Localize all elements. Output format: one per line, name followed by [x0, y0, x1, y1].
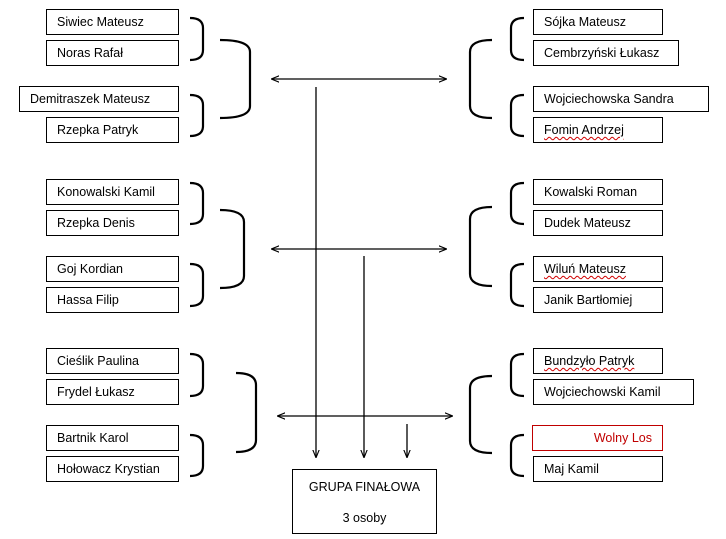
right-player-label: Fomin Andrzej: [544, 123, 624, 137]
right-player-box: Bundzyło Patryk: [533, 348, 663, 374]
left-player-box: Bartnik Karol: [46, 425, 179, 451]
right-player-box: Sójka Mateusz: [533, 9, 663, 35]
left-player-box: Goj Kordian: [46, 256, 179, 282]
left-group-bracket-2: [219, 208, 246, 290]
right-pair-bracket-2: [509, 93, 525, 138]
right-player-box: Janik Bartłomiej: [533, 287, 663, 313]
right-player-box: Maj Kamil: [533, 456, 663, 482]
left-pair-bracket-6: [189, 433, 205, 478]
left-player-box: Rzepka Denis: [46, 210, 179, 236]
right-player-label: Bundzyło Patryk: [544, 354, 635, 368]
left-group-bracket-1: [219, 38, 252, 120]
left-player-box: Frydel Łukasz: [46, 379, 179, 405]
left-pair-bracket-1: [189, 16, 205, 62]
left-player-box: Konowalski Kamil: [46, 179, 179, 205]
right-group-bracket-1: [468, 38, 493, 120]
right-player-box: Wiluń Mateusz: [533, 256, 663, 282]
left-pair-bracket-2: [189, 93, 205, 138]
final-group-subtitle: 3 osoby: [342, 511, 387, 525]
right-player-box: Dudek Mateusz: [533, 210, 663, 236]
left-pair-bracket-4: [189, 262, 205, 308]
right-group-bracket-2: [468, 205, 493, 288]
right-pair-bracket-4: [509, 262, 525, 308]
left-player-box: Siwiec Mateusz: [46, 9, 179, 35]
right-player-label: Wiluń Mateusz: [544, 262, 626, 276]
right-pair-bracket-5: [509, 352, 525, 398]
final-group-title: GRUPA FINAŁOWA: [308, 480, 421, 494]
right-player-box: Wojciechowska Sandra: [533, 86, 709, 112]
left-player-box: Hołowacz Krystian: [46, 456, 179, 482]
right-player-box: Fomin Andrzej: [533, 117, 663, 143]
right-player-box: Cembrzyński Łukasz: [533, 40, 679, 66]
left-player-box: Rzepka Patryk: [46, 117, 179, 143]
left-player-box: Noras Rafał: [46, 40, 179, 66]
right-player-box: Kowalski Roman: [533, 179, 663, 205]
right-pair-bracket-3: [509, 181, 525, 226]
final-group-box: GRUPA FINAŁOWA 3 osoby: [292, 469, 437, 534]
left-player-box: Cieślik Paulina: [46, 348, 179, 374]
right-pair-bracket-6: [509, 433, 525, 478]
right-group-bracket-3: [468, 374, 493, 455]
right-player-box: Wojciechowski Kamil: [533, 379, 694, 405]
bye-box: Wolny Los: [532, 425, 663, 451]
left-pair-bracket-5: [189, 352, 205, 398]
left-player-box: Demitraszek Mateusz: [19, 86, 179, 112]
left-group-bracket-3: [235, 371, 258, 454]
left-player-box: Hassa Filip: [46, 287, 179, 313]
right-pair-bracket-1: [509, 16, 525, 62]
left-pair-bracket-3: [189, 181, 205, 226]
